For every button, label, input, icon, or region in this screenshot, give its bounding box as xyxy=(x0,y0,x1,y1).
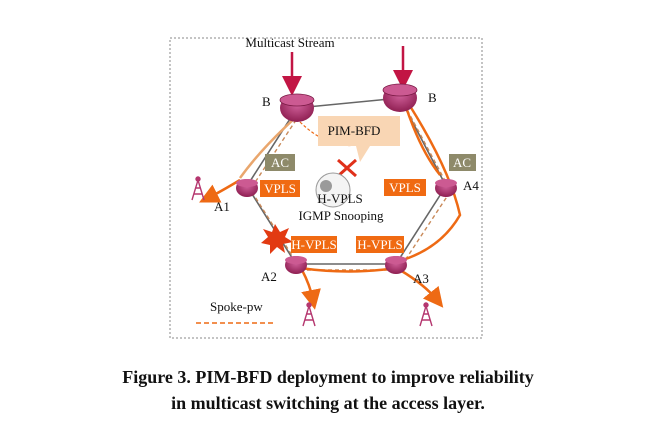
figure-caption-line2: in multicast switching at the access lay… xyxy=(171,393,485,413)
router-b-left xyxy=(279,93,315,122)
failure-burst xyxy=(261,224,293,254)
router-a4 xyxy=(435,179,457,197)
hvpls-core xyxy=(320,180,332,192)
spoke-pw-legend-label: Spoke-pw xyxy=(210,299,263,314)
ac-box-left xyxy=(265,154,295,171)
hvpls-box-right xyxy=(356,236,404,253)
figure-caption-line1: Figure 3. PIM-BFD deployment to improve … xyxy=(122,367,534,387)
receiver-icon-a2 xyxy=(302,302,316,327)
router-a2 xyxy=(285,256,307,274)
vpls-box-left xyxy=(260,180,300,197)
network-diagram: Multicast Stream B B PIM-BFD AC AC VPLS … xyxy=(169,35,483,339)
hvpls-right-label: H-VPLS xyxy=(357,237,403,252)
router-a3 xyxy=(385,256,407,274)
label-a4: A4 xyxy=(463,178,479,193)
hvpls-left-label: H-VPLS xyxy=(291,237,337,252)
vpls-right-label: VPLS xyxy=(389,180,421,195)
label-a1: A1 xyxy=(214,199,230,214)
receiver-icon-a3 xyxy=(419,302,433,327)
vpls-box-right xyxy=(384,179,426,196)
ac-left-label: AC xyxy=(271,155,289,170)
diagram-frame xyxy=(169,37,483,339)
failure-cross xyxy=(337,158,357,178)
hvpls-center-label: H-VPLS xyxy=(317,191,363,206)
pim-bfd-callout: PIM-BFD xyxy=(318,116,400,162)
multicast-stream-label: Multicast Stream xyxy=(245,35,334,50)
router-a1 xyxy=(236,179,258,197)
label-a3: A3 xyxy=(413,271,429,286)
igmp-snooping-label: IGMP Snooping xyxy=(298,208,384,223)
hvpls-box-left xyxy=(291,236,337,253)
pim-bfd-label: PIM-BFD xyxy=(328,123,381,138)
label-a2: A2 xyxy=(261,269,277,284)
ac-right-label: AC xyxy=(453,155,471,170)
ac-box-right xyxy=(449,154,476,171)
receiver-icon-a1 xyxy=(191,176,205,201)
label-b-left: B xyxy=(262,94,271,109)
vpls-left-label: VPLS xyxy=(264,181,296,196)
label-b-right: B xyxy=(428,90,437,105)
router-b-right xyxy=(382,83,418,112)
